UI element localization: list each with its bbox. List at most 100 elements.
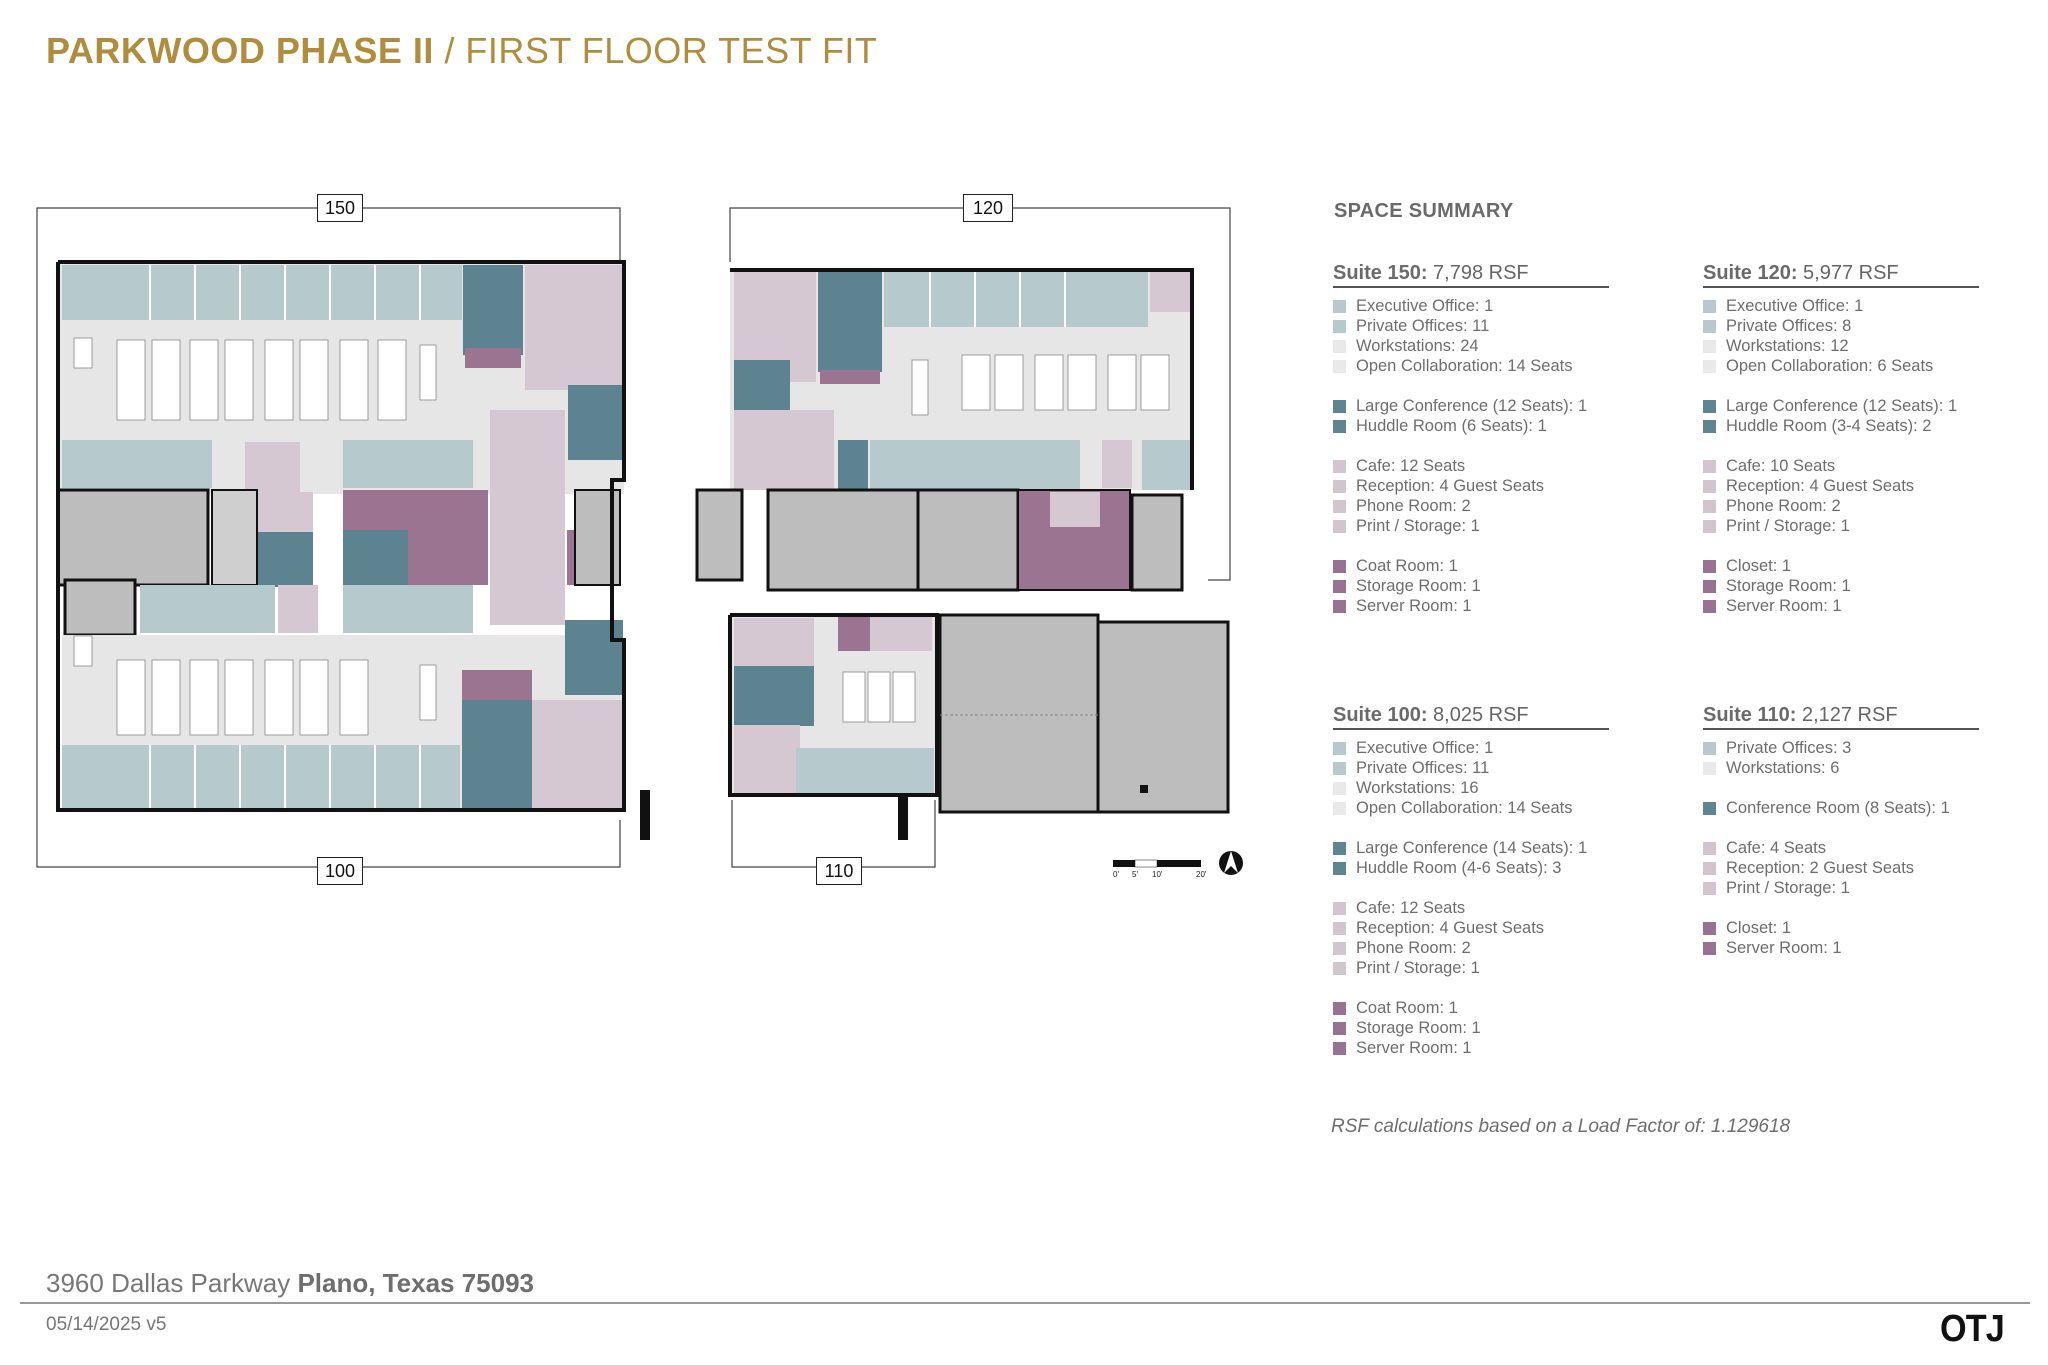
legend-label: Open Collaboration: 6 Seats [1726,356,1934,375]
legend-swatch-icon [1333,961,1346,975]
legend-swatch-icon [1703,801,1716,815]
legend-swatch-icon [1703,479,1716,493]
suite-name: Suite 100: [1333,704,1428,726]
legend-swatch-icon [1333,921,1346,935]
legend-label: Coat Room: 1 [1356,556,1458,575]
legend-label: Reception: 4 Guest Seats [1356,476,1545,495]
legend-item: Open Collaboration: 14 Seats [1333,356,1609,376]
legend-item: Private Offices: 11 [1333,316,1609,336]
legend-swatch-icon [1703,941,1716,955]
legend-label: Phone Room: 2 [1356,496,1471,515]
suite-name: Suite 120: [1703,262,1798,284]
legend-label: Phone Room: 2 [1726,496,1841,515]
legend-item: Print / Storage: 1 [1333,958,1609,978]
legend-swatch-icon [1703,921,1716,935]
legend-label: Reception: 4 Guest Seats [1726,476,1915,495]
legend-item: Coat Room: 1 [1333,556,1609,576]
suite-summary: Suite 120: 5,977 RSF Executive Office: 1 P… [1703,262,1979,616]
legend-label: Workstations: 12 [1726,336,1849,355]
suite-tag-120: 120 [963,194,1013,222]
legend-swatch-icon [1333,1021,1346,1035]
legend-swatch-icon [1703,579,1716,593]
legend-item: Closet: 1 [1703,556,1979,576]
legend-label: Print / Storage: 1 [1356,516,1480,535]
legend-label: Executive Office: 1 [1356,738,1494,757]
legend-label: Print / Storage: 1 [1726,516,1850,535]
legend-item: Print / Storage: 1 [1703,878,1979,898]
legend-item: Phone Room: 2 [1703,496,1979,516]
legend-item: Phone Room: 2 [1333,496,1609,516]
suite-name: Suite 110: [1703,704,1797,726]
suite-heading: Suite 150: 7,798 RSF [1333,262,1609,288]
legend-item: Private Offices: 11 [1333,758,1609,778]
legend-item: Cafe: 12 Seats [1333,456,1609,476]
suite-120-bracket [729,207,1231,581]
legend-item: Private Offices: 3 [1703,738,1979,758]
legend-label: Private Offices: 11 [1356,758,1490,777]
legend-label: Closet: 1 [1726,556,1792,575]
svg-text:0': 0' [1113,870,1119,879]
footer-divider [20,1302,2030,1304]
legend-swatch-icon [1333,801,1346,815]
legend-label: Cafe: 12 Seats [1356,898,1466,917]
legend-item: Storage Room: 1 [1333,1018,1609,1038]
suite-tag-110: 110 [816,857,862,885]
legend-label: Private Offices: 11 [1356,316,1490,335]
legend-label: Print / Storage: 1 [1726,878,1850,897]
legend-label: Storage Room: 1 [1356,1018,1481,1037]
legend-item: Coat Room: 1 [1333,998,1609,1018]
suite-heading: Suite 110: 2,127 RSF [1703,704,1979,730]
legend-label: Executive Office: 1 [1726,296,1864,315]
legend-item: Closet: 1 [1703,918,1979,938]
suite-heading: Suite 100: 8,025 RSF [1333,704,1609,730]
legend-item: Workstations: 6 [1703,758,1979,778]
legend-item: Executive Office: 1 [1333,738,1609,758]
legend-item: Executive Office: 1 [1703,296,1979,316]
plan-name: FIRST FLOOR TEST FIT [465,30,878,71]
legend-item: Large Conference (14 Seats): 1 [1333,838,1609,858]
legend-swatch-icon [1703,399,1716,413]
legend-item: Workstations: 24 [1333,336,1609,356]
legend-item: Reception: 2 Guest Seats [1703,858,1979,878]
legend-item: Huddle Room (6 Seats): 1 [1333,416,1609,436]
legend-swatch-icon [1703,459,1716,473]
legend-item: Server Room: 1 [1703,596,1979,616]
legend-item: Large Conference (12 Seats): 1 [1703,396,1979,416]
svg-text:5': 5' [1132,870,1138,879]
date-version: 05/14/2025 v5 [46,1314,167,1335]
legend-item: Print / Storage: 1 [1703,516,1979,536]
legend-group: Conference Room (8 Seats): 1 [1703,798,1979,818]
load-factor-note: RSF calculations based on a Load Factor … [1331,1116,1791,1137]
legend-label: Huddle Room (4-6 Seats): 3 [1356,858,1562,877]
legend-label: Workstations: 6 [1726,758,1840,777]
address-street: 3960 Dallas Parkway [46,1268,298,1298]
west-building [56,260,650,840]
legend-swatch-icon [1703,519,1716,533]
legend-item: Large Conference (12 Seats): 1 [1333,396,1609,416]
legend-swatch-icon [1703,881,1716,895]
legend-label: Open Collaboration: 14 Seats [1356,798,1573,817]
legend-item: Conference Room (8 Seats): 1 [1703,798,1979,818]
legend-swatch-icon [1333,781,1346,795]
suite-rsf: 5,977 RSF [1803,262,1899,284]
legend-label: Large Conference (14 Seats): 1 [1356,838,1588,857]
legend-label: Server Room: 1 [1356,596,1472,615]
legend-swatch-icon [1333,499,1346,513]
legend-swatch-icon [1333,519,1346,533]
legend-swatch-icon [1333,559,1346,573]
suite-rsf: 2,127 RSF [1801,704,1898,726]
legend-swatch-icon [1333,319,1346,333]
legend-item: Reception: 4 Guest Seats [1333,918,1609,938]
legend-label: Storage Room: 1 [1726,576,1851,595]
legend-item: Huddle Room (4-6 Seats): 3 [1333,858,1609,878]
legend-swatch-icon [1703,339,1716,353]
legend-swatch-icon [1333,579,1346,593]
legend-item: Server Room: 1 [1333,596,1609,616]
